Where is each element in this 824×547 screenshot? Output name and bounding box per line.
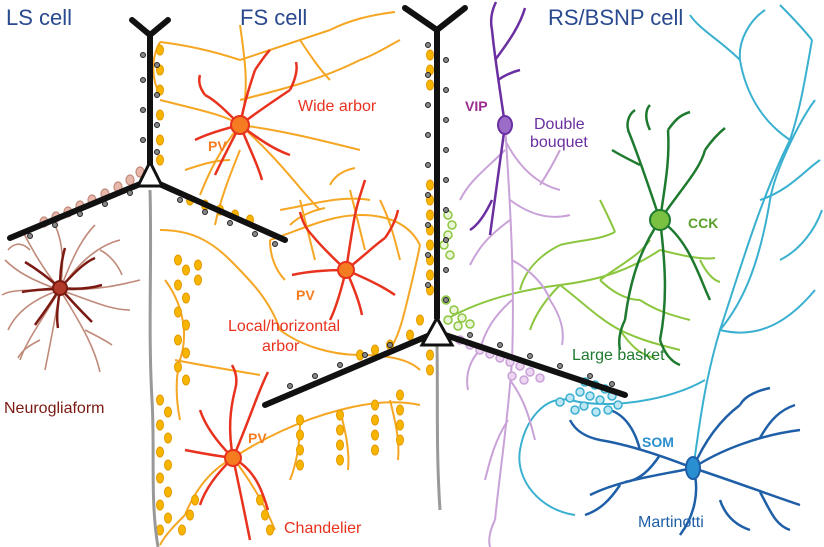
cck-soma	[649, 209, 671, 231]
label-bouquet: bouquet	[530, 134, 588, 151]
pv-chandelier-soma	[224, 449, 242, 467]
pyramidal-soma-left	[135, 158, 165, 188]
pyramidal-soma-center	[419, 314, 455, 347]
label-large-basket: Large basket	[572, 347, 665, 364]
pv-local-soma	[337, 261, 355, 279]
martinotti-axon	[518, 4, 823, 516]
vip-soma	[497, 115, 513, 135]
pv-wide-soma	[230, 115, 250, 135]
label-som: SOM	[642, 434, 674, 450]
label-martinotti: Martinotti	[638, 514, 704, 531]
pyramidal-axons	[148, 189, 442, 547]
label-chandelier: Chandelier	[284, 520, 362, 537]
header-rs-cell: RS/BSNP cell	[548, 5, 683, 30]
label-pv-wide: PV	[208, 138, 227, 154]
label-double: Double	[534, 116, 585, 133]
label-arbor: arbor	[262, 338, 300, 355]
spines-left	[27, 52, 278, 247]
header-fs-cell: FS cell	[240, 5, 307, 30]
martinotti-soma	[685, 456, 701, 480]
cck-dendrites	[611, 104, 726, 367]
pyramidal-cell-center	[262, 5, 628, 408]
vip-axon	[459, 124, 571, 547]
label-vip: VIP	[465, 98, 488, 114]
label-pv-chandelier: PV	[248, 430, 267, 446]
martinotti-dendrites	[568, 386, 801, 536]
label-wide-arbor: Wide arbor	[298, 98, 377, 115]
vip-dendrites	[469, 1, 527, 236]
spines-center	[287, 42, 615, 389]
label-local-horizontal: Local/horizontal	[228, 318, 340, 335]
header-ls-cell: LS cell	[6, 5, 72, 30]
neurogliaform-soma	[52, 280, 68, 296]
label-cck: CCK	[688, 215, 718, 231]
label-pv-local: PV	[296, 287, 315, 303]
pyramidal-cell-left	[7, 17, 288, 243]
label-neurogliaform: Neurogliaform	[4, 400, 104, 417]
